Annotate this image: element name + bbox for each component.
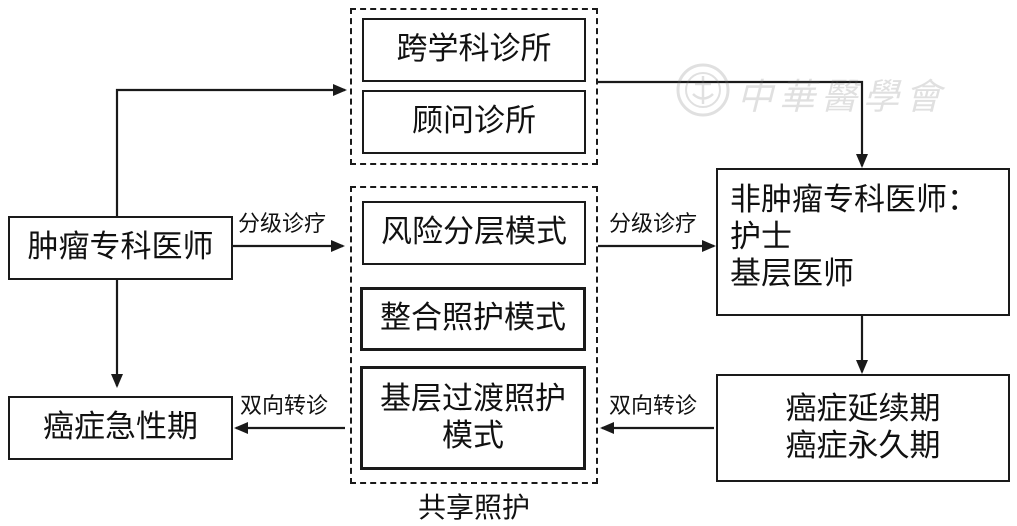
multidisciplinary-clinic-label: 跨学科诊所 bbox=[396, 31, 552, 68]
watermark: 中華醫學會 bbox=[675, 62, 965, 122]
risk-stratified-model-box: 风险分层模式 bbox=[362, 201, 586, 265]
primary-transition-model-line1: 基层过渡照护 bbox=[380, 380, 566, 417]
non-oncology-line2: 护士 bbox=[730, 219, 792, 256]
society-seal-icon bbox=[676, 63, 730, 117]
two-way-referral-right-label: 双向转诊 bbox=[609, 394, 698, 419]
acute-phase-box: 癌症急性期 bbox=[8, 396, 233, 460]
oncologist-box: 肿瘤专科医师 bbox=[8, 216, 233, 280]
shared-care-group-frame bbox=[350, 186, 598, 484]
watermark-text: 中華醫學會 bbox=[737, 77, 948, 118]
integrated-care-model-box: 整合照护模式 bbox=[360, 287, 586, 351]
extended-phase-line2: 癌症永久期 bbox=[785, 428, 941, 464]
acute-phase-label: 癌症急性期 bbox=[43, 409, 198, 446]
consultant-clinic-box: 顾问诊所 bbox=[362, 90, 586, 154]
tiered-referral-left-label: 分级诊疗 bbox=[238, 212, 327, 237]
oncologist-label: 肿瘤专科医师 bbox=[27, 229, 214, 266]
tiered-referral-right-label: 分级诊疗 bbox=[609, 212, 698, 237]
arrow-clinics-to-non-oncology bbox=[598, 80, 868, 168]
risk-stratified-model-label: 风险分层模式 bbox=[381, 214, 567, 251]
primary-transition-model-box: 基层过渡照护 模式 bbox=[360, 366, 586, 470]
extended-phase-line1: 癌症延续期 bbox=[785, 390, 941, 427]
primary-transition-model-line2: 模式 bbox=[442, 418, 504, 454]
non-oncology-box: 非肿瘤专科医师： 护士 基层医师 bbox=[716, 168, 1010, 316]
two-way-referral-left-label: 双向转诊 bbox=[240, 394, 329, 419]
clinics-group-frame bbox=[350, 8, 598, 165]
multidisciplinary-clinic-box: 跨学科诊所 bbox=[362, 18, 586, 82]
non-oncology-line3: 基层医师 bbox=[730, 256, 854, 293]
shared-care-caption: 共享照护 bbox=[418, 491, 531, 524]
integrated-care-model-label: 整合照护模式 bbox=[380, 300, 566, 337]
non-oncology-line1: 非肿瘤专科医师： bbox=[730, 182, 978, 218]
consultant-clinic-label: 顾问诊所 bbox=[412, 103, 536, 140]
arrow-oncologist-to-clinics bbox=[115, 84, 347, 216]
extended-phase-box: 癌症延续期 癌症永久期 bbox=[716, 374, 1010, 482]
